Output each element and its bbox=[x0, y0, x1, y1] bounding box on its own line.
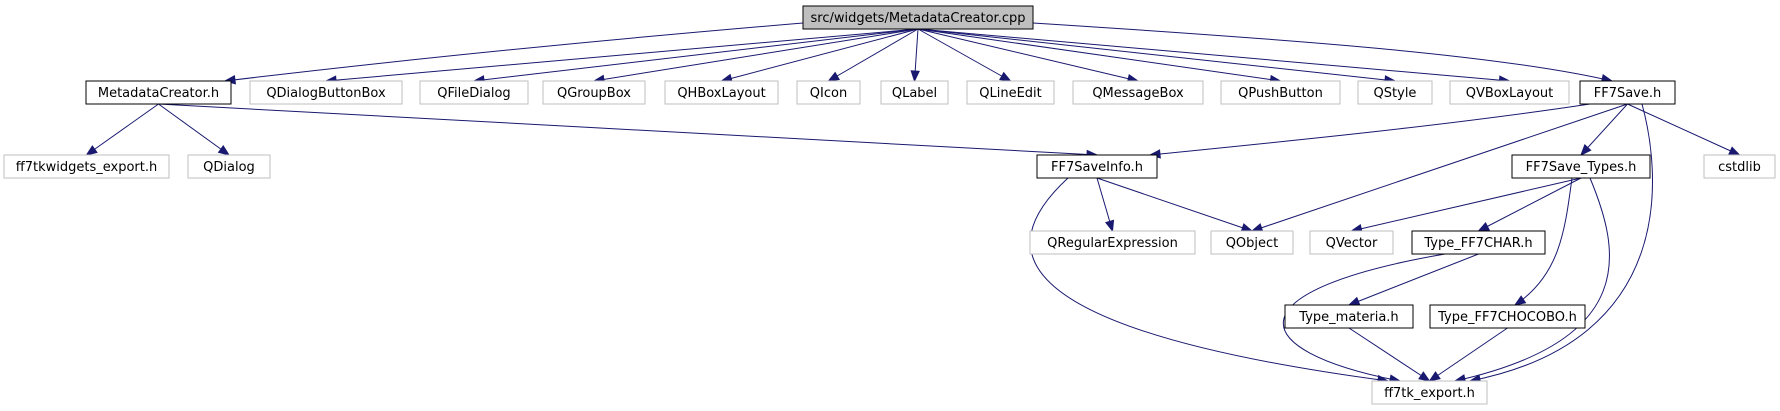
edge-root-to-qstyle bbox=[917, 28, 1397, 85]
node-root: src/widgets/MetadataCreator.cpp bbox=[802, 5, 1034, 30]
edge-root-to-ff7save_h bbox=[1032, 22, 1614, 84]
edge-metadatacreator_h-to-qdialog bbox=[158, 103, 231, 156]
edge-metadatacreator_h-to-ff7saveinfo_h bbox=[158, 103, 1099, 160]
node-label-qobject: QObject bbox=[1226, 236, 1279, 251]
node-type_ff7chocobo_h: Type_FF7CHOCOBO.h bbox=[1429, 304, 1586, 329]
node-label-qpushbutton: QPushButton bbox=[1238, 86, 1323, 101]
node-label-type_materia_h: Type_materia.h bbox=[1298, 310, 1398, 325]
node-label-metadatacreator_h: MetadataCreator.h bbox=[98, 86, 219, 101]
edge-metadatacreator_h-to-ff7tkwidgets_export_h bbox=[85, 103, 159, 156]
edge-ff7save_types_h-to-ff7tk_export_h bbox=[1453, 177, 1610, 384]
edge-ff7save_h-to-cstdlib bbox=[1627, 103, 1741, 156]
edge-type_ff7char_h-to-type_materia_h bbox=[1347, 253, 1479, 306]
edge-root-to-qlineedit bbox=[917, 28, 1012, 82]
node-qlineedit: QLineEdit bbox=[966, 80, 1055, 105]
node-qpushbutton: QPushButton bbox=[1220, 80, 1341, 105]
edge-type_materia_h-to-ff7tk_export_h bbox=[1348, 327, 1431, 382]
node-metadatacreator_h: MetadataCreator.h bbox=[85, 80, 232, 105]
graph-edges bbox=[85, 22, 1741, 385]
node-label-qdialog: QDialog bbox=[203, 160, 255, 175]
node-qicon: QIcon bbox=[796, 80, 861, 105]
edge-ff7save_types_h-to-type_ff7chocobo_h bbox=[1513, 177, 1573, 306]
node-label-root: src/widgets/MetadataCreator.cpp bbox=[810, 11, 1025, 26]
node-qdialogbuttonbox: QDialogButtonBox bbox=[249, 80, 403, 105]
node-label-cstdlib: cstdlib bbox=[1718, 160, 1761, 175]
node-label-qstyle: QStyle bbox=[1374, 86, 1417, 101]
edge-ff7saveinfo_h-to-qobject bbox=[1096, 177, 1254, 233]
node-label-ff7saveinfo_h: FF7SaveInfo.h bbox=[1051, 160, 1143, 175]
node-ff7save_h: FF7Save.h bbox=[1579, 80, 1676, 105]
graph-nodes: src/widgets/MetadataCreator.cppMetadataC… bbox=[3, 5, 1776, 405]
node-qlabel: QLabel bbox=[880, 80, 949, 105]
node-qvector: QVector bbox=[1309, 230, 1394, 255]
node-label-qdialogbuttonbox: QDialogButtonBox bbox=[266, 86, 386, 101]
node-label-qlineedit: QLineEdit bbox=[979, 86, 1042, 101]
node-label-ff7tkwidgets_export_h: ff7tkwidgets_export.h bbox=[16, 160, 157, 175]
node-cstdlib: cstdlib bbox=[1703, 154, 1776, 179]
node-qdialog: QDialog bbox=[187, 154, 271, 179]
node-qmessagebox: QMessageBox bbox=[1072, 80, 1204, 105]
edge-ff7saveinfo_h-to-ff7tk_export_h bbox=[1029, 177, 1390, 385]
edge-ff7save_h-to-ff7save_types_h bbox=[1580, 103, 1628, 156]
node-qfiledialog: QFileDialog bbox=[419, 80, 529, 105]
node-qgroupbox: QGroupBox bbox=[542, 80, 646, 105]
node-label-qhboxlayout: QHBoxLayout bbox=[677, 86, 765, 101]
node-ff7tk_export_h: ff7tk_export.h bbox=[1371, 380, 1488, 405]
node-label-ff7save_h: FF7Save.h bbox=[1594, 86, 1662, 101]
node-label-ff7save_types_h: FF7Save_Types.h bbox=[1526, 160, 1637, 175]
edge-ff7save_types_h-to-type_ff7char_h bbox=[1477, 177, 1582, 232]
node-label-qvector: QVector bbox=[1326, 236, 1378, 251]
node-label-qmessagebox: QMessageBox bbox=[1092, 86, 1184, 101]
node-qhboxlayout: QHBoxLayout bbox=[664, 80, 779, 105]
edge-root-to-qfiledialog bbox=[472, 28, 919, 85]
node-label-qfiledialog: QFileDialog bbox=[437, 86, 510, 101]
node-ff7tkwidgets_export_h: ff7tkwidgets_export.h bbox=[3, 154, 170, 179]
edge-ff7save_h-to-ff7saveinfo_h bbox=[1148, 103, 1591, 159]
node-label-qlabel: QLabel bbox=[892, 86, 937, 101]
node-label-qregularexpression: QRegularExpression bbox=[1047, 236, 1178, 251]
node-label-type_ff7chocobo_h: Type_FF7CHOCOBO.h bbox=[1437, 310, 1577, 325]
node-label-qicon: QIcon bbox=[810, 86, 847, 101]
node-label-qgroupbox: QGroupBox bbox=[557, 86, 631, 101]
node-label-qvboxlayout: QVBoxLayout bbox=[1466, 86, 1553, 101]
node-label-type_ff7char_h: Type_FF7CHAR.h bbox=[1423, 236, 1532, 251]
edge-type_ff7chocobo_h-to-ff7tk_export_h bbox=[1428, 327, 1508, 382]
edge-root-to-metadatacreator_h bbox=[223, 22, 804, 85]
node-qobject: QObject bbox=[1210, 230, 1294, 255]
edge-root-to-qlabel bbox=[910, 28, 920, 83]
node-type_materia_h: Type_materia.h bbox=[1284, 304, 1414, 329]
node-ff7saveinfo_h: FF7SaveInfo.h bbox=[1036, 154, 1158, 179]
node-qregularexpression: QRegularExpression bbox=[1029, 230, 1196, 255]
node-ff7save_types_h: FF7Save_Types.h bbox=[1511, 154, 1651, 179]
node-type_ff7char_h: Type_FF7CHAR.h bbox=[1411, 230, 1546, 255]
edge-ff7saveinfo_h-to-qregularexpression bbox=[1096, 177, 1115, 233]
node-qstyle: QStyle bbox=[1357, 80, 1433, 105]
edge-root-to-qdialogbuttonbox bbox=[324, 28, 919, 85]
edge-root-to-qicon bbox=[827, 28, 919, 82]
node-label-ff7tk_export_h: ff7tk_export.h bbox=[1384, 386, 1475, 401]
node-qvboxlayout: QVBoxLayout bbox=[1449, 80, 1570, 105]
